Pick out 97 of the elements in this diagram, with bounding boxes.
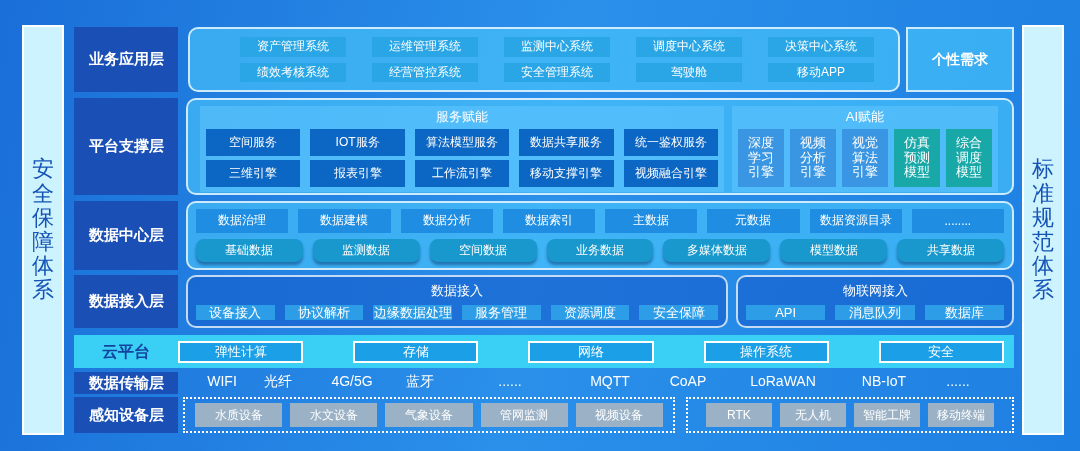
panel-heading: AI赋能 [844,109,886,125]
module-box: 数据共享服务 [519,129,614,156]
module-box: 协议解析 [284,305,364,320]
dotted-frame [183,397,675,433]
layer-label: 感知设备层 [74,397,178,433]
protocol-label: CoAP [669,373,707,389]
module-box: 基础数据 [196,238,303,262]
module-box: 深度学习引擎 [738,129,784,187]
layer-panel [188,27,900,92]
module-box: 资源调度 [550,305,630,320]
module-box: 监测数据 [312,238,420,262]
layer-label: 业务应用层 [74,27,178,92]
module-box: 运维管理系统 [372,37,478,57]
module-box: 水质设备 [195,403,283,427]
module-box: 驾驶舱 [636,62,742,82]
module-box: 弹性计算 [178,340,304,363]
protocol-label: ...... [946,373,970,389]
protocol-label: 4G/5G [331,373,373,389]
module-box: 决策中心系统 [768,37,874,57]
protocol-label: ...... [498,373,522,389]
module-box: 边缘数据处理 [373,305,452,320]
module-box: ........ [911,209,1004,233]
module-box: IOT服务 [310,129,405,156]
layer-panel [200,106,724,192]
module-box: 管网监测 [480,403,568,427]
module-box: 数据库 [924,305,1004,320]
protocol-label: NB-IoT [861,373,907,389]
module-box: 存储 [353,340,479,363]
side-panel: 安全保障体系 [22,25,64,435]
module-box: 三维引擎 [206,160,301,187]
layer-label: 平台支撑层 [74,98,178,195]
module-box: 操作系统 [703,340,829,363]
dotted-frame [686,397,1014,433]
protocol-label: WIFI [207,373,237,389]
module-box: 服务管理 [462,305,541,320]
protocol-label: MQTT [590,373,630,389]
layer-label: 数据中心层 [74,201,178,270]
module-box: 算法模型服务 [414,129,510,156]
module-box: 视觉算法引擎 [842,129,888,187]
protocol-label: 蓝牙 [406,373,434,391]
module-box: 监测中心系统 [504,37,610,57]
module-box: 移动支撑引擎 [519,160,614,187]
module-box: 资产管理系统 [240,37,346,57]
module-box: 安全 [878,340,1004,363]
protocol-label: LoRaWAN [750,373,816,389]
platform-band [74,335,1014,368]
module-box: 工作流引擎 [414,160,510,187]
layer-panel [186,201,1014,270]
module-box: 视频分析引擎 [790,129,836,187]
module-box: 数据资源目录 [809,209,902,233]
module-box: 个性需求 [906,27,1014,92]
layer-label: 数据接入层 [74,275,178,328]
layer-panel [732,106,998,192]
module-box: 模型数据 [780,238,888,262]
module-box: 水文设备 [290,403,378,427]
layer-panel [186,275,728,328]
module-box: 气象设备 [385,403,473,427]
module-box: 业务数据 [546,238,654,262]
module-box: 多媒体数据 [663,238,771,262]
module-box: 智能工牌 [854,403,920,427]
module-box: 综合调度模型 [946,129,992,187]
panel-heading: 服务赋能 [435,109,489,125]
module-box: 移动APP [768,62,874,82]
side-panel: 标准规范体系 [1022,25,1064,435]
layer-panel [186,98,1014,195]
module-box: 空间数据 [429,238,537,262]
module-box: 无人机 [780,403,846,427]
module-box: 数据索引 [502,209,595,233]
panel-heading: 云平台 [101,343,151,360]
module-box: 网络 [528,340,654,363]
module-box: 经营管控系统 [372,62,478,82]
module-box: 安全管理系统 [504,62,610,82]
protocol-label: 光纤 [264,373,292,391]
module-box: 设备接入 [196,305,275,320]
module-box: 主数据 [605,209,698,233]
layer-panel [736,275,1014,328]
module-box: 报表引擎 [310,160,405,187]
module-box: 仿真预测模型 [894,129,940,187]
module-box: 消息队列 [835,305,915,320]
module-box: 视频设备 [575,403,663,427]
panel-heading: 数据接入 [430,283,484,299]
module-box: API [746,305,826,320]
module-box: 移动终端 [928,403,994,427]
module-box: RTK [706,403,772,427]
module-box: 空间服务 [206,129,301,156]
module-box: 统一鉴权服务 [623,129,719,156]
module-box: 调度中心系统 [636,37,742,57]
module-box: 数据治理 [196,209,289,233]
module-box: 共享数据 [897,238,1004,262]
layer-label: 数据传输层 [74,372,178,394]
module-box: 数据分析 [400,209,493,233]
module-box: 安全保障 [639,305,719,320]
module-box: 元数据 [707,209,800,233]
panel-heading: 物联网接入 [841,283,909,299]
module-box: 绩效考核系统 [240,62,346,82]
module-box: 视频融合引擎 [623,160,719,187]
module-box: 数据建模 [298,209,391,233]
